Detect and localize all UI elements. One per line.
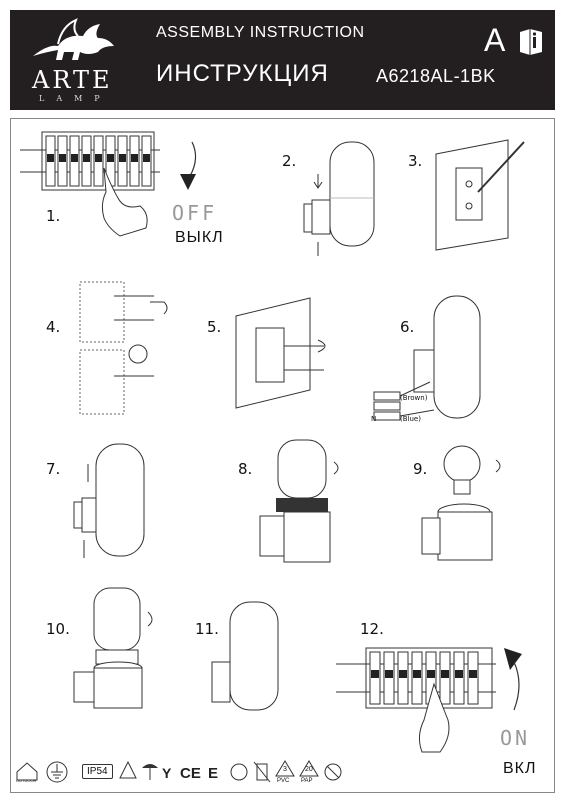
up-arrow-icon [504, 648, 522, 711]
step-number-8: 8. [238, 460, 253, 478]
step-number-3: 3. [408, 152, 423, 170]
shade-removal-illustration [259, 439, 339, 563]
step-number-11: 11. [195, 620, 219, 638]
recycle-number-20: 20 [305, 766, 313, 773]
instruction-frame [10, 118, 555, 793]
step-number-1: 1. [46, 207, 61, 225]
down-arrow-icon [180, 141, 197, 190]
certification-icons-row: OUTDOOR IP54 Y CE E 3 PVC 20 PAP [14, 758, 344, 786]
brand-subname: LAMP [39, 94, 112, 103]
ground-icon [46, 761, 68, 783]
brand-logo: ARTE LAMP [10, 10, 135, 110]
on-label: ВКЛ [503, 760, 537, 777]
ip-rating-icon: IP54 [82, 764, 113, 779]
fixture-fastening-illustration [73, 443, 145, 558]
wire-neutral-label: N [371, 415, 377, 423]
assembled-fixture-illustration [211, 601, 279, 711]
title-russian: ИНСТРУКЦИЯ [156, 60, 329, 87]
bracket-mount-illustration [303, 141, 375, 256]
off-display: OFF [172, 201, 218, 225]
svg-text:E: E [208, 765, 218, 782]
pap-label: PAP [301, 778, 313, 784]
eac-icon: Y [162, 765, 172, 781]
shade-attach-illustration [73, 587, 153, 709]
brand-name: ARTE [32, 66, 113, 94]
step-number-10: 10. [46, 620, 70, 638]
wire-blue-label: (Blue) [400, 415, 421, 423]
no-bin-icon [253, 761, 271, 783]
temperature-icon [142, 764, 158, 780]
model-number: A6218AL-1BK [376, 66, 496, 86]
wall-plate-screw-illustration [435, 139, 525, 251]
svg-text:CE: CE [180, 765, 201, 782]
svg-text:Y: Y [162, 765, 172, 781]
breaker-panel-off-illustration [20, 131, 160, 237]
lion-logo-icon [33, 18, 114, 60]
wiring-illustration [373, 295, 481, 421]
gost-icon [230, 763, 248, 781]
step-number-12: 12. [360, 620, 384, 638]
pvc-recycle-icon [275, 760, 295, 777]
pap-recycle-icon [299, 760, 319, 777]
step-number-9: 9. [413, 460, 428, 478]
step-number-4: 4. [46, 318, 61, 336]
wire-brown-label: (Brown) [400, 394, 428, 402]
title-english: ASSEMBLY INSTRUCTION [156, 24, 365, 41]
no-plastic-icon [324, 763, 342, 781]
outdoor-label: OUTDOOR [16, 778, 37, 783]
info-book-icon [520, 29, 542, 55]
on-display: ON [500, 726, 531, 750]
header-bar: ARTE LAMP ASSEMBLY INSTRUCTION ИНСТРУКЦИ… [10, 10, 555, 110]
no-ee-icon: E [208, 765, 218, 782]
class-iii-icon [119, 760, 137, 779]
pvc-label: PVC [277, 778, 290, 784]
step-number-2: 2. [282, 152, 297, 170]
recycle-number-3: 3 [283, 766, 287, 773]
step-number-7: 7. [46, 460, 61, 478]
breaker-panel-on-illustration [336, 647, 496, 753]
bulb-installation-illustration [421, 445, 501, 561]
wall-anchor-illustration [79, 281, 168, 415]
step-number-6: 6. [400, 318, 415, 336]
outdoor-house-icon [16, 762, 38, 781]
plate-mounting-illustration [235, 297, 326, 409]
off-label: ВЫКЛ [175, 229, 224, 246]
step-number-5: 5. [207, 318, 222, 336]
ce-icon: CE [180, 765, 201, 782]
language-letter: A [484, 22, 506, 58]
